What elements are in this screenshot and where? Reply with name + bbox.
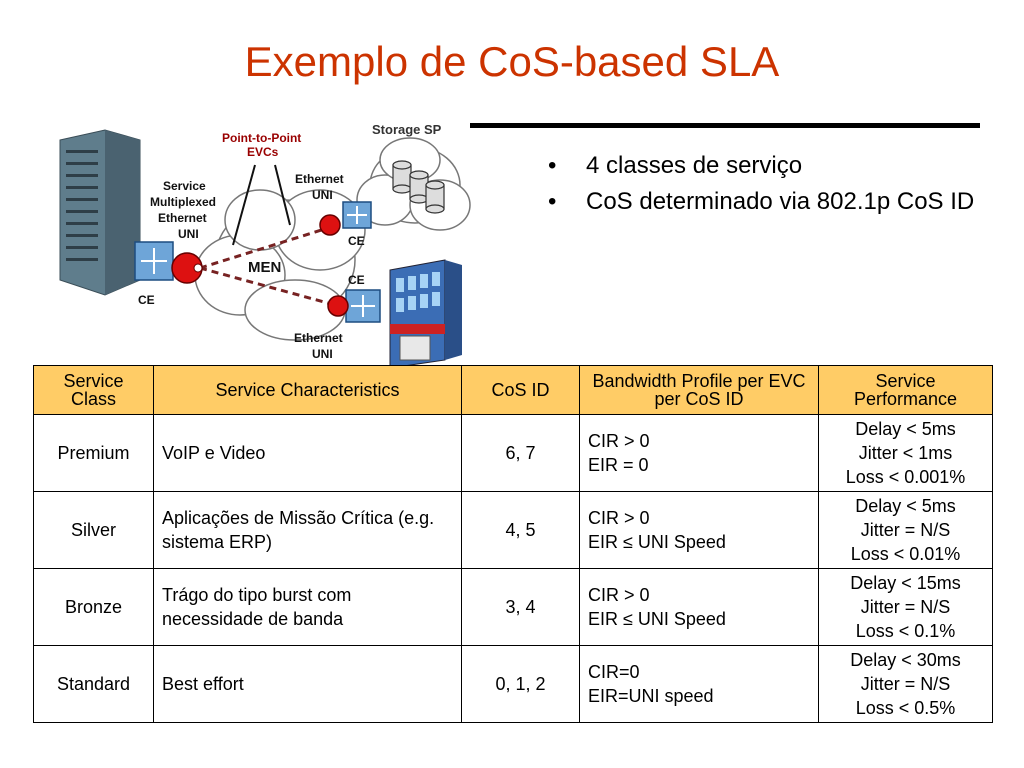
cell-class: Bronze — [33, 568, 154, 646]
header-bandwidth-profile: Bandwidth Profile per EVC per CoS ID — [579, 365, 819, 415]
cell-characteristics: VoIP e Video — [153, 414, 462, 492]
bandwidth-line: EIR ≤ UNI Speed — [588, 609, 726, 629]
cell-characteristics: Aplicações de Missão Crítica (e.g. siste… — [153, 491, 462, 569]
table-row: Premium VoIP e Video 6, 7 CIR > 0 EIR = 0… — [33, 414, 993, 492]
network-diagram: Storage SP Point-to-Point EVCs Service M… — [59, 122, 471, 369]
bandwidth-line: EIR ≤ UNI Speed — [588, 532, 726, 552]
cell-bandwidth: CIR > 0 EIR ≤ UNI Speed — [579, 491, 819, 569]
cell-cos-id: 3, 4 — [461, 568, 580, 646]
service-uni-label-line1: Service — [163, 179, 206, 193]
evc-label-line2: EVCs — [247, 145, 279, 159]
bullet-item: • 4 classes de serviço — [548, 150, 988, 182]
cell-bandwidth: CIR > 0 EIR = 0 — [579, 414, 819, 492]
uni-bottom-icon — [327, 295, 349, 317]
cell-cos-id: 4, 5 — [461, 491, 580, 569]
cell-characteristics: Best effort — [153, 645, 462, 723]
men-label: MEN — [248, 259, 281, 276]
performance-line: Loss < 0.1% — [855, 621, 956, 641]
bullet-icon: • — [548, 152, 557, 179]
performance-line: Jitter = N/S — [860, 520, 951, 540]
eth-uni-bottom-line1: Ethernet — [294, 331, 343, 345]
evc-lines — [199, 226, 336, 307]
ce-bottom-icon — [345, 289, 381, 323]
bullet-text: 4 classes de serviço — [586, 152, 803, 179]
performance-line: Loss < 0.001% — [845, 467, 966, 487]
service-uni-label-line3: Ethernet — [158, 211, 207, 225]
ce-left-label: CE — [138, 293, 155, 307]
bandwidth-line: CIR=0 — [588, 662, 640, 682]
cell-class: Silver — [33, 491, 154, 569]
office-tower-icon — [59, 129, 141, 296]
cell-cos-id: 6, 7 — [461, 414, 580, 492]
bandwidth-line: EIR = 0 — [588, 455, 649, 475]
bandwidth-line: CIR > 0 — [588, 585, 650, 605]
performance-line: Delay < 5ms — [855, 496, 956, 516]
header-service-characteristics: Service Characteristics — [153, 365, 462, 415]
title-rule — [470, 123, 980, 128]
table-row: Bronze Trágo do tipo burst com necessida… — [33, 568, 993, 646]
performance-line: Jitter = N/S — [860, 597, 951, 617]
ce-left-icon — [134, 241, 174, 281]
performance-line: Jitter < 1ms — [858, 443, 953, 463]
slide-title: Exemplo de CoS-based SLA — [244, 38, 780, 85]
bandwidth-line: CIR > 0 — [588, 508, 650, 528]
evc-arrows — [232, 164, 291, 246]
eth-uni-top-line2: UNI — [312, 188, 333, 202]
bullet-icon: • — [548, 188, 557, 215]
cell-cos-id: 0, 1, 2 — [461, 645, 580, 723]
evc-label-line1: Point-to-Point — [222, 131, 301, 145]
storage-disks-icon — [392, 160, 445, 214]
cell-class: Premium — [33, 414, 154, 492]
performance-line: Loss < 0.5% — [855, 698, 956, 718]
storage-sp-label: Storage SP — [372, 122, 442, 137]
header-service-class: Service Class — [33, 365, 154, 415]
service-uni-label-line4: UNI — [178, 227, 199, 241]
branch-building-icon — [389, 259, 462, 369]
bullet-list: • 4 classes de serviço • CoS determinado v… — [548, 150, 988, 222]
cell-class: Standard — [33, 645, 154, 723]
performance-line: Delay < 15ms — [850, 573, 961, 593]
header-cos-id: CoS ID — [461, 365, 580, 415]
ce-top-icon — [342, 201, 372, 229]
sla-table: Service Class Service Characteristics Co… — [33, 365, 993, 723]
ce-bottom-label: CE — [348, 273, 365, 287]
uni-top-icon — [319, 214, 341, 236]
eth-uni-top-line1: Ethernet — [295, 172, 344, 186]
bandwidth-line: EIR=UNI speed — [588, 686, 714, 706]
bullet-item: • CoS determinado via 802.1p CoS ID — [548, 186, 988, 218]
table-row: Silver Aplicações de Missão Crítica (e.g… — [33, 491, 993, 569]
performance-line: Jitter = N/S — [860, 674, 951, 694]
performance-line: Delay < 5ms — [855, 419, 956, 439]
table-header-row: Service Class Service Characteristics Co… — [33, 365, 993, 415]
ce-top-label: CE — [348, 234, 365, 248]
performance-line: Delay < 30ms — [850, 650, 961, 670]
bandwidth-line: CIR > 0 — [588, 431, 650, 451]
cell-bandwidth: CIR > 0 EIR ≤ UNI Speed — [579, 568, 819, 646]
cell-characteristics: Trágo do tipo burst com necessidade de b… — [153, 568, 462, 646]
header-service-performance: Service Performance — [818, 365, 993, 415]
service-uni-label-line2: Multiplexed — [150, 195, 216, 209]
bullet-text: CoS determinado via 802.1p CoS ID — [586, 188, 975, 215]
eth-uni-bottom-line2: UNI — [312, 347, 333, 361]
performance-line: Loss < 0.01% — [850, 544, 961, 564]
